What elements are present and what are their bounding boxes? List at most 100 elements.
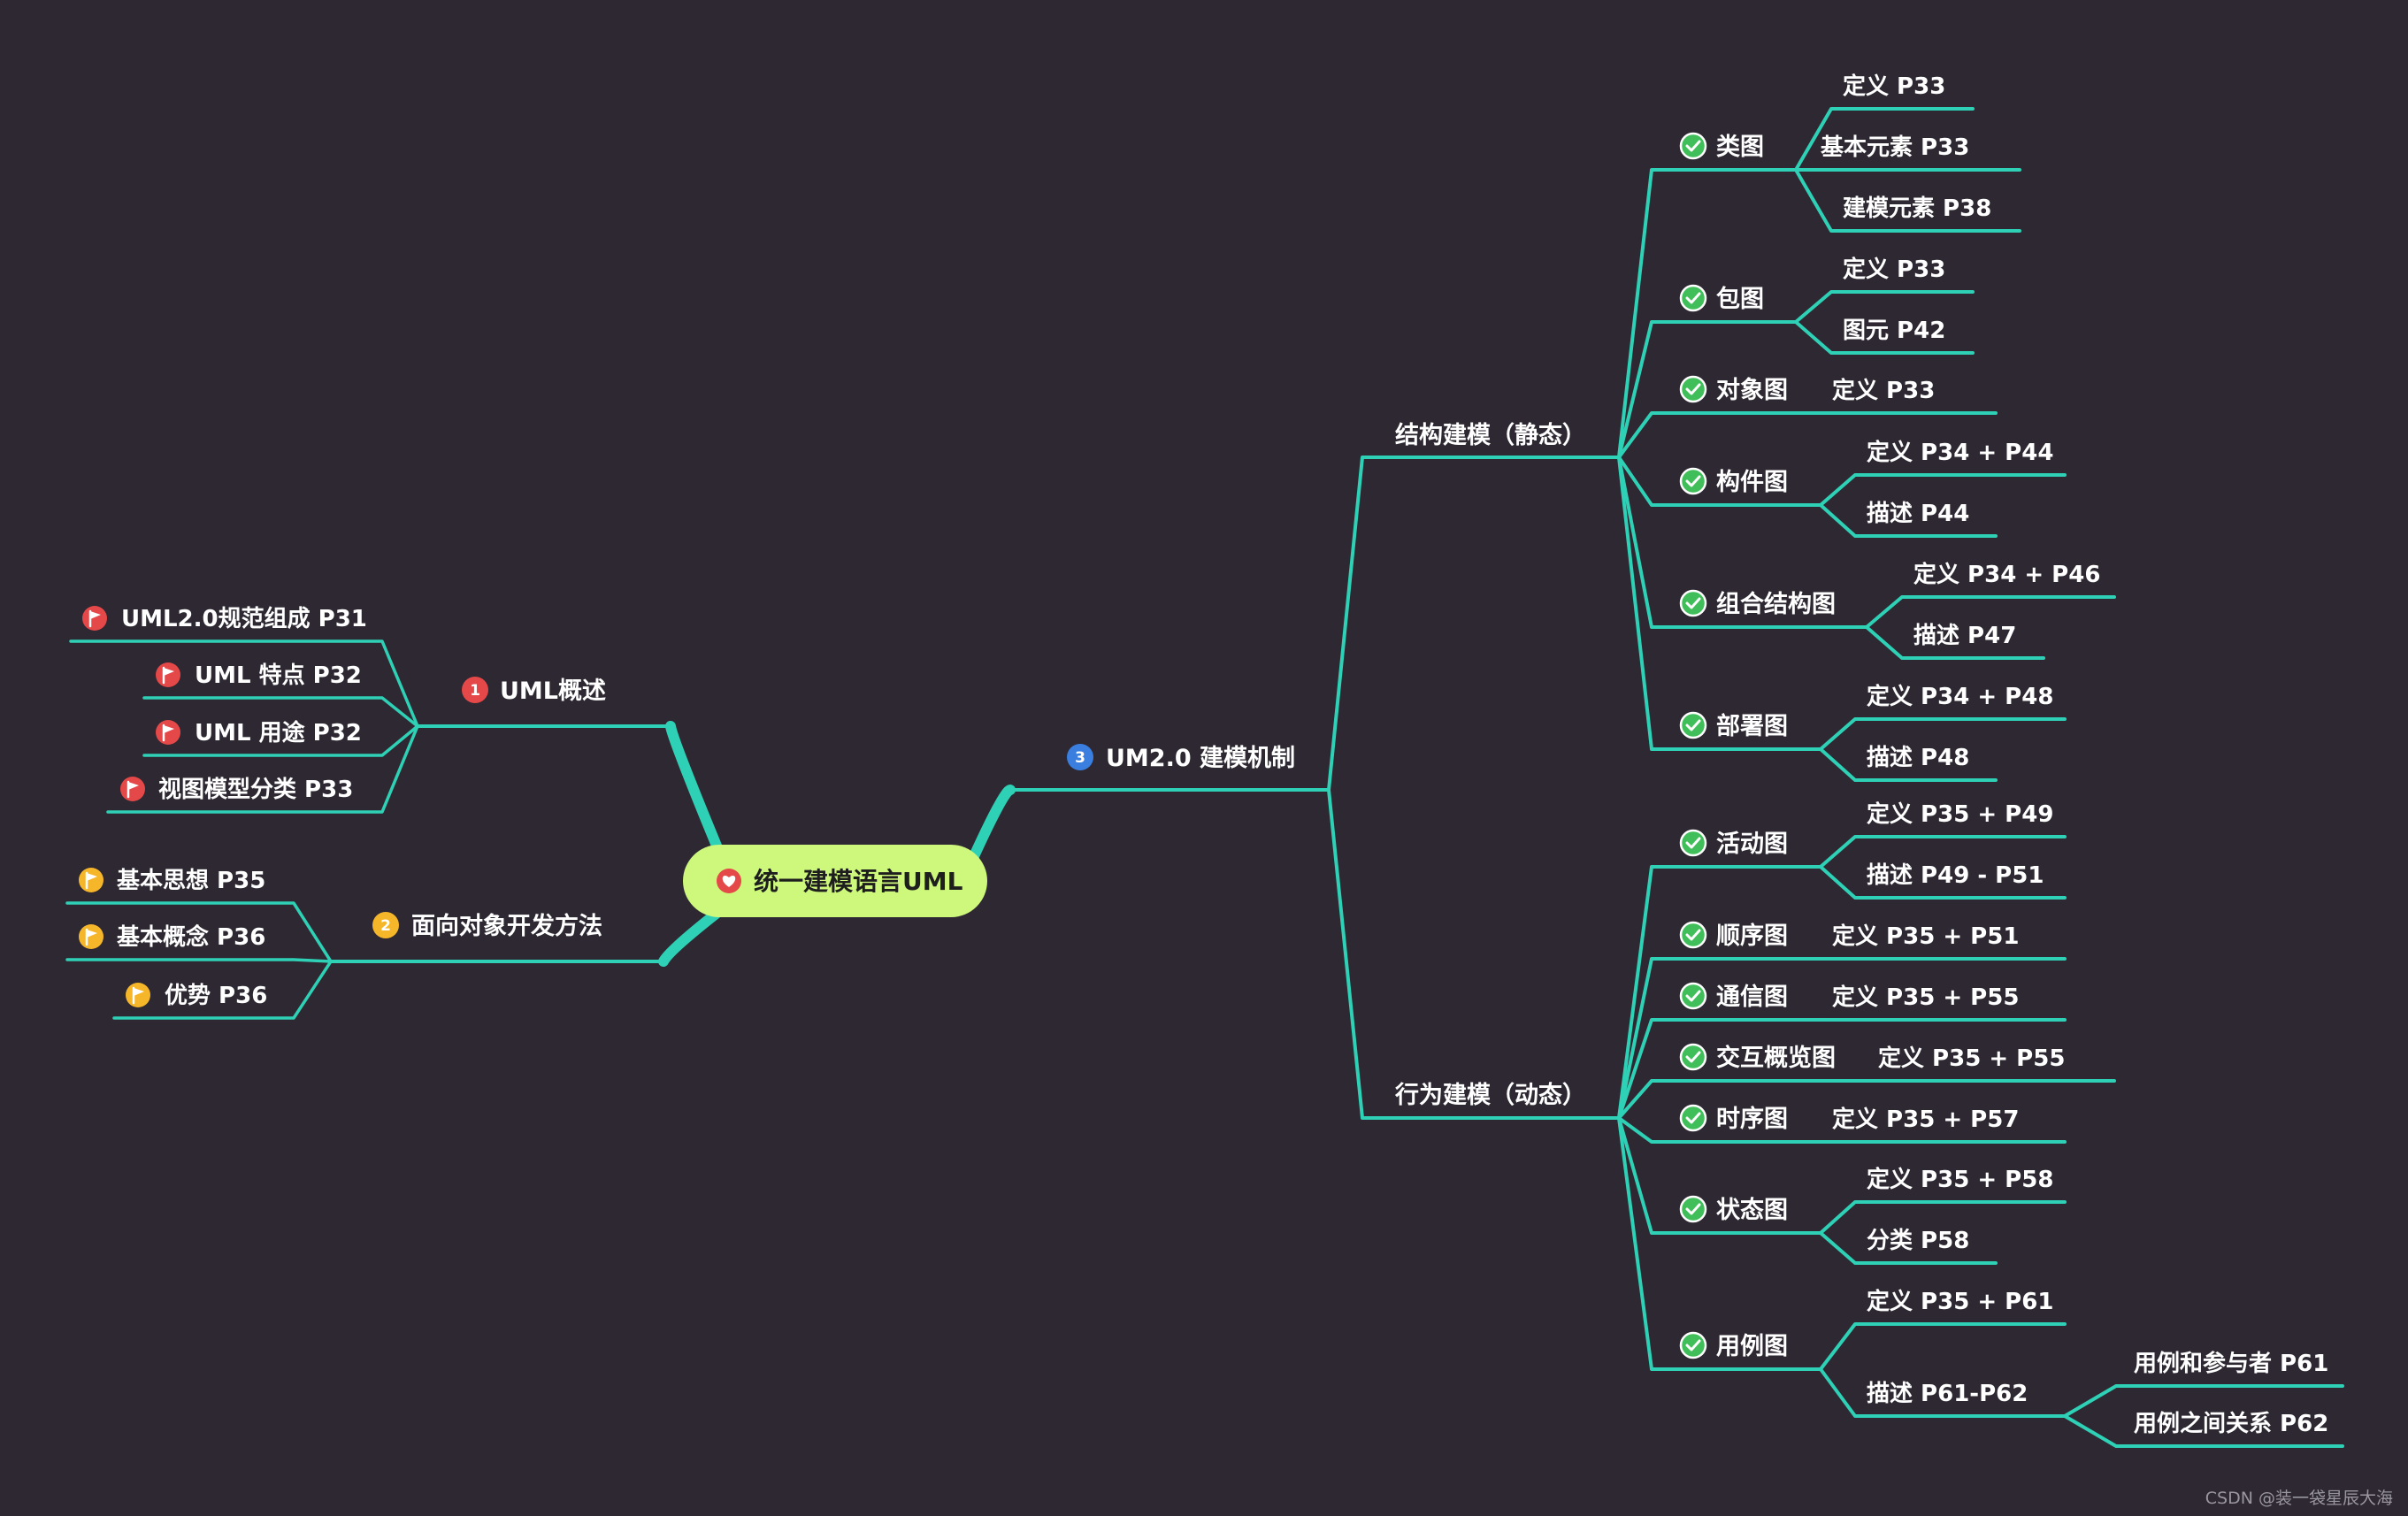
check-icon — [1679, 1104, 1707, 1132]
diagram-line-d3 — [1617, 411, 1822, 459]
leaf-line-e5 — [1794, 320, 1975, 355]
leaf-line-l5 — [65, 901, 333, 963]
root-node[interactable] — [683, 845, 987, 917]
leaf-line-l6 — [65, 958, 333, 963]
diagram-label-d10[interactable]: 交互概览图 — [1716, 1044, 1836, 1072]
diagram-line-d2 — [1617, 320, 1798, 459]
leaf-label-l7[interactable]: 优势 P36 — [165, 983, 267, 1009]
leaf-label-e17[interactable]: 定义 P35 + P55 — [1878, 1045, 2065, 1072]
leaf-label-l2[interactable]: UML 特点 P32 — [195, 662, 362, 689]
leaf-label-e18[interactable]: 定义 P35 + P57 — [1832, 1106, 2019, 1133]
leaf-line-e7 — [1819, 473, 2067, 507]
diagram-label-d7[interactable]: 活动图 — [1716, 831, 1788, 858]
leaf-label-e5[interactable]: 图元 P42 — [1843, 318, 1945, 344]
leaf-label-e19[interactable]: 定义 P35 + P58 — [1867, 1166, 2053, 1193]
leaf-label-e22[interactable]: 描述 P61-P62 — [1867, 1381, 2028, 1407]
leaf-line-e14 — [1819, 865, 2067, 900]
leaf-label-e20[interactable]: 分类 P58 — [1867, 1228, 1969, 1254]
leaf-label-e12[interactable]: 描述 P48 — [1867, 745, 1969, 771]
branch-label-b1[interactable]: UML概述 — [500, 678, 606, 705]
diagram-label-d2[interactable]: 包图 — [1716, 285, 1764, 313]
leaf-label-e14[interactable]: 描述 P49 - P51 — [1867, 862, 2044, 889]
diagram-line-d8 — [1617, 957, 1822, 1120]
leaf-label-e10[interactable]: 描述 P47 — [1913, 623, 2016, 649]
leaf-label-e3[interactable]: 建模元素 P38 — [1843, 195, 1991, 222]
leaf-line-e19 — [1819, 1200, 2067, 1235]
leaf-line-f1 — [2063, 1384, 2344, 1418]
leaf-label-f1[interactable]: 用例和参与者 P61 — [2134, 1350, 2328, 1377]
leaf-label-e11[interactable]: 定义 P34 + P48 — [1867, 683, 2053, 710]
number-badge-icon: 2 — [372, 912, 399, 938]
flag-icon — [156, 720, 180, 745]
watermark-text: CSDN @装一袋星辰大海 — [2205, 1489, 2393, 1508]
leaf-line-e13 — [1819, 835, 2067, 869]
connector-root-uml-overview — [665, 721, 724, 855]
leaf-label-e8[interactable]: 描述 P44 — [1867, 501, 1969, 527]
leaf-label-e4[interactable]: 定义 P33 — [1843, 256, 1945, 283]
diagram-line-d1 — [1617, 168, 1798, 459]
leaf-line-e4 — [1794, 290, 1975, 324]
branch-label-b3[interactable]: UM2.0 建模机制 — [1106, 745, 1295, 772]
leaf-label-l4[interactable]: 视图模型分类 P33 — [158, 777, 353, 803]
section-label-s2[interactable]: 行为建模（动态） — [1394, 1081, 1586, 1109]
check-icon — [1679, 982, 1707, 1010]
check-icon — [1679, 467, 1707, 495]
flag-icon — [82, 606, 107, 631]
root-label[interactable]: 统一建模语言UML — [754, 867, 963, 896]
leaf-line-e12 — [1819, 747, 1998, 782]
diagram-label-d4[interactable]: 构件图 — [1716, 469, 1788, 496]
section-line-s2 — [1327, 788, 1621, 1120]
section-label-s1[interactable]: 结构建模（静态） — [1395, 422, 1586, 449]
diagram-label-d5[interactable]: 组合结构图 — [1716, 590, 1836, 618]
svg-text:3: 3 — [1075, 749, 1085, 767]
diagram-line-d4 — [1617, 456, 1822, 507]
leaf-line-l2 — [142, 696, 419, 728]
section-line-s1 — [1327, 456, 1621, 792]
leaf-line-e21 — [1819, 1322, 2067, 1371]
leaf-label-e15[interactable]: 定义 P35 + P51 — [1832, 923, 2019, 950]
leaf-label-l1[interactable]: UML2.0规范组成 P31 — [121, 605, 367, 632]
leaf-label-e21[interactable]: 定义 P35 + P61 — [1867, 1288, 2053, 1315]
leaf-line-e22 — [1819, 1367, 2067, 1418]
diagram-label-d12[interactable]: 状态图 — [1716, 1197, 1788, 1224]
diagram-label-d13[interactable]: 用例图 — [1716, 1333, 1788, 1360]
leaf-label-e16[interactable]: 定义 P35 + P55 — [1832, 984, 2019, 1011]
leaf-line-l1 — [69, 639, 419, 728]
leaf-label-l3[interactable]: UML 用途 P32 — [195, 719, 362, 747]
leaf-line-e1 — [1794, 107, 1975, 172]
leaf-line-e10 — [1865, 625, 2045, 660]
diagram-label-d6[interactable]: 部署图 — [1716, 712, 1788, 740]
diagram-line-d11 — [1617, 1116, 1822, 1144]
branch-label-b2[interactable]: 面向对象开发方法 — [411, 912, 602, 940]
leaf-label-e13[interactable]: 定义 P35 + P49 — [1867, 800, 2053, 828]
diagram-line-d9 — [1617, 1018, 1822, 1120]
svg-text:1: 1 — [470, 682, 480, 700]
leaf-line-l7 — [112, 960, 333, 1020]
diagram-label-d11[interactable]: 时序图 — [1716, 1105, 1788, 1133]
number-badge-icon: 3 — [1067, 744, 1093, 770]
leaf-line-e9 — [1865, 595, 2116, 629]
diagram-line-d10 — [1617, 1079, 1868, 1120]
leaf-line-l3 — [142, 724, 419, 757]
connector-root-oo-methods — [658, 907, 724, 967]
leaf-line-e11 — [1819, 717, 2067, 751]
leaf-line-e3 — [1794, 168, 2021, 233]
diagram-label-d8[interactable]: 顺序图 — [1716, 922, 1788, 950]
diagram-label-d3[interactable]: 对象图 — [1716, 376, 1788, 404]
leaf-label-e9[interactable]: 定义 P34 + P46 — [1913, 561, 2100, 588]
diagram-line-d7 — [1617, 865, 1822, 1120]
leaf-label-l5[interactable]: 基本思想 P35 — [117, 868, 265, 894]
leaf-label-e1[interactable]: 定义 P33 — [1843, 73, 1945, 100]
diagram-label-d9[interactable]: 通信图 — [1716, 984, 1788, 1011]
leaf-label-e7[interactable]: 定义 P34 + P44 — [1867, 439, 2053, 466]
check-icon — [1679, 711, 1707, 739]
leaf-label-f2[interactable]: 用例之间关系 P62 — [2134, 1410, 2328, 1437]
leaf-label-e2[interactable]: 基本元素 P33 — [1821, 134, 1969, 161]
check-icon — [1679, 1043, 1707, 1071]
leaf-line-l4 — [106, 724, 419, 814]
leaf-label-l6[interactable]: 基本概念 P36 — [117, 923, 265, 951]
leaf-label-e6[interactable]: 定义 P33 — [1832, 377, 1935, 404]
diagram-label-d1[interactable]: 类图 — [1716, 134, 1764, 161]
check-icon — [1679, 284, 1707, 312]
